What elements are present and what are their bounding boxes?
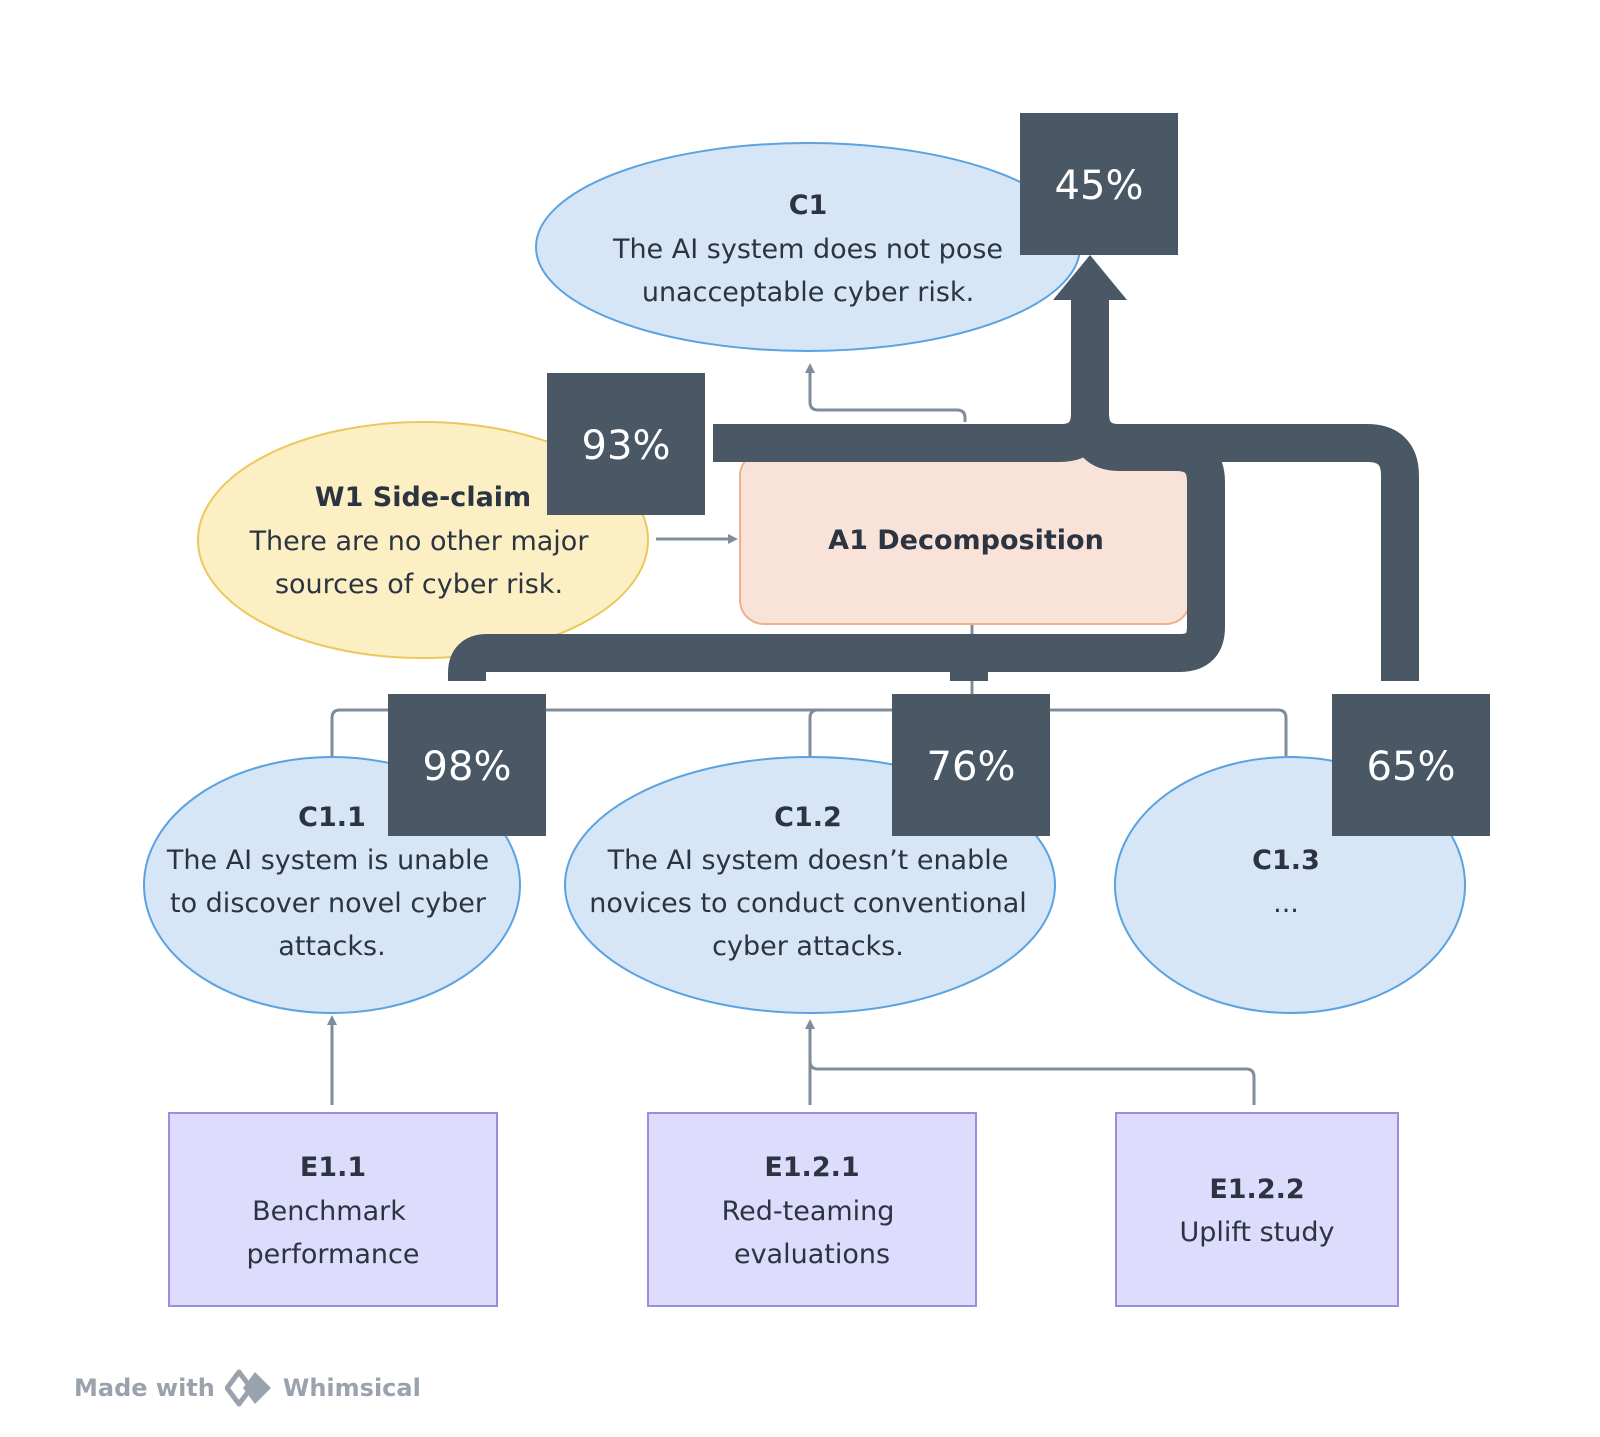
claim-c1-2-line-2: novices to conduct conventional bbox=[589, 888, 1027, 919]
pct-box-c13: 65% bbox=[1332, 694, 1490, 836]
evidence-e1-1-line-1: Benchmark bbox=[252, 1196, 406, 1227]
pct-box-c12: 76% bbox=[892, 694, 1050, 836]
connector-e122-to-c12 bbox=[808, 1060, 1256, 1105]
connectors bbox=[327, 363, 1288, 1105]
evidence-e1-2-1-line-1: Red-teaming bbox=[722, 1196, 895, 1227]
whimsical-diamond-logo-icon bbox=[224, 1369, 271, 1407]
claim-c1-1-id: C1.1 bbox=[298, 802, 366, 833]
pct-box-c12-bg bbox=[892, 694, 1050, 836]
sideclaim-w1-line-2: sources of cyber risk. bbox=[275, 569, 563, 600]
pct-c13: 65% bbox=[1367, 744, 1456, 790]
claim-c1-1-line-3: attacks. bbox=[278, 931, 385, 962]
evidence-e1-1-id: E1.1 bbox=[300, 1152, 366, 1183]
claim-c1-line-2: unacceptable cyber risk. bbox=[642, 277, 974, 308]
claim-c1-2-id: C1.2 bbox=[774, 802, 842, 833]
evidence-e1-2-2-line-1: Uplift study bbox=[1180, 1217, 1335, 1248]
sideclaim-w1-line-1: There are no other major bbox=[249, 526, 590, 557]
pct-c1: 45% bbox=[1055, 163, 1144, 209]
claim-c1-3-line-1: ... bbox=[1273, 888, 1299, 919]
connector-c11-to-a1 bbox=[330, 708, 1288, 756]
sideclaim-w1-shape bbox=[197, 421, 649, 659]
flow-w1-to-c1 bbox=[713, 411, 1109, 462]
evidence-e1-2-1-line-2: evaluations bbox=[734, 1239, 890, 1270]
connector-c12-to-a1 bbox=[808, 708, 819, 756]
pct-c12: 76% bbox=[927, 744, 1016, 790]
pct-box-c11-bg bbox=[388, 694, 546, 836]
pct-box-c1-bg bbox=[1020, 113, 1178, 255]
evidence-e1-1-line-2: performance bbox=[247, 1239, 420, 1270]
pct-box-w1: 93% bbox=[547, 373, 705, 515]
argument-a1-label: A1 Decomposition bbox=[828, 525, 1104, 556]
claim-c1-1-line-1: The AI system is unable bbox=[166, 845, 489, 876]
pct-w1: 93% bbox=[582, 423, 671, 469]
confidence-flow bbox=[448, 300, 1419, 681]
claim-c1-1-line-2: to discover novel cyber bbox=[170, 888, 487, 919]
pct-box-c1: 45% bbox=[1020, 113, 1178, 255]
claim-c1-line-1: The AI system does not pose bbox=[612, 234, 1003, 265]
claim-c1-2-line-1: The AI system doesn’t enable bbox=[607, 845, 1009, 876]
evidence-e1-2-2-shape bbox=[1115, 1112, 1399, 1307]
whimsical-brand-label: Whimsical bbox=[282, 1374, 421, 1402]
made-with-label: Made with bbox=[74, 1374, 215, 1402]
evidence-e1-1[interactable]: E1.1 Benchmark performance bbox=[168, 1112, 498, 1307]
evidence-e1-1-shape bbox=[168, 1112, 498, 1307]
connector-a1-to-c1 bbox=[805, 363, 967, 422]
evidence-e1-2-1[interactable]: E1.2.1 Red-teaming evaluations bbox=[647, 1112, 977, 1307]
claim-c1-3-id: C1.3 bbox=[1252, 845, 1320, 876]
claim-c1-id: C1 bbox=[789, 190, 828, 221]
pct-c11: 98% bbox=[423, 744, 512, 790]
pct-box-c11: 98% bbox=[388, 694, 546, 836]
pct-box-c13-bg bbox=[1332, 694, 1490, 836]
evidence-e1-2-2[interactable]: E1.2.2 Uplift study bbox=[1115, 1112, 1399, 1307]
sideclaim-w1[interactable]: W1 Side-claim There are no other major s… bbox=[197, 421, 649, 659]
made-with-whimsical[interactable]: Made with Whimsical bbox=[74, 1368, 421, 1408]
evidence-e1-2-2-id: E1.2.2 bbox=[1209, 1174, 1304, 1205]
sideclaim-w1-id: W1 Side-claim bbox=[315, 482, 531, 513]
flow-arrowhead-c1 bbox=[1053, 255, 1127, 300]
claim-c1[interactable]: C1 The AI system does not pose unaccepta… bbox=[535, 142, 1081, 352]
evidence-e1-2-1-shape bbox=[647, 1112, 977, 1307]
evidence-e1-2-1-id: E1.2.1 bbox=[764, 1152, 859, 1183]
argument-a1[interactable]: A1 Decomposition bbox=[739, 451, 1191, 625]
claim-c1-2-line-3: cyber attacks. bbox=[712, 931, 904, 962]
pct-box-w1-bg bbox=[547, 373, 705, 515]
